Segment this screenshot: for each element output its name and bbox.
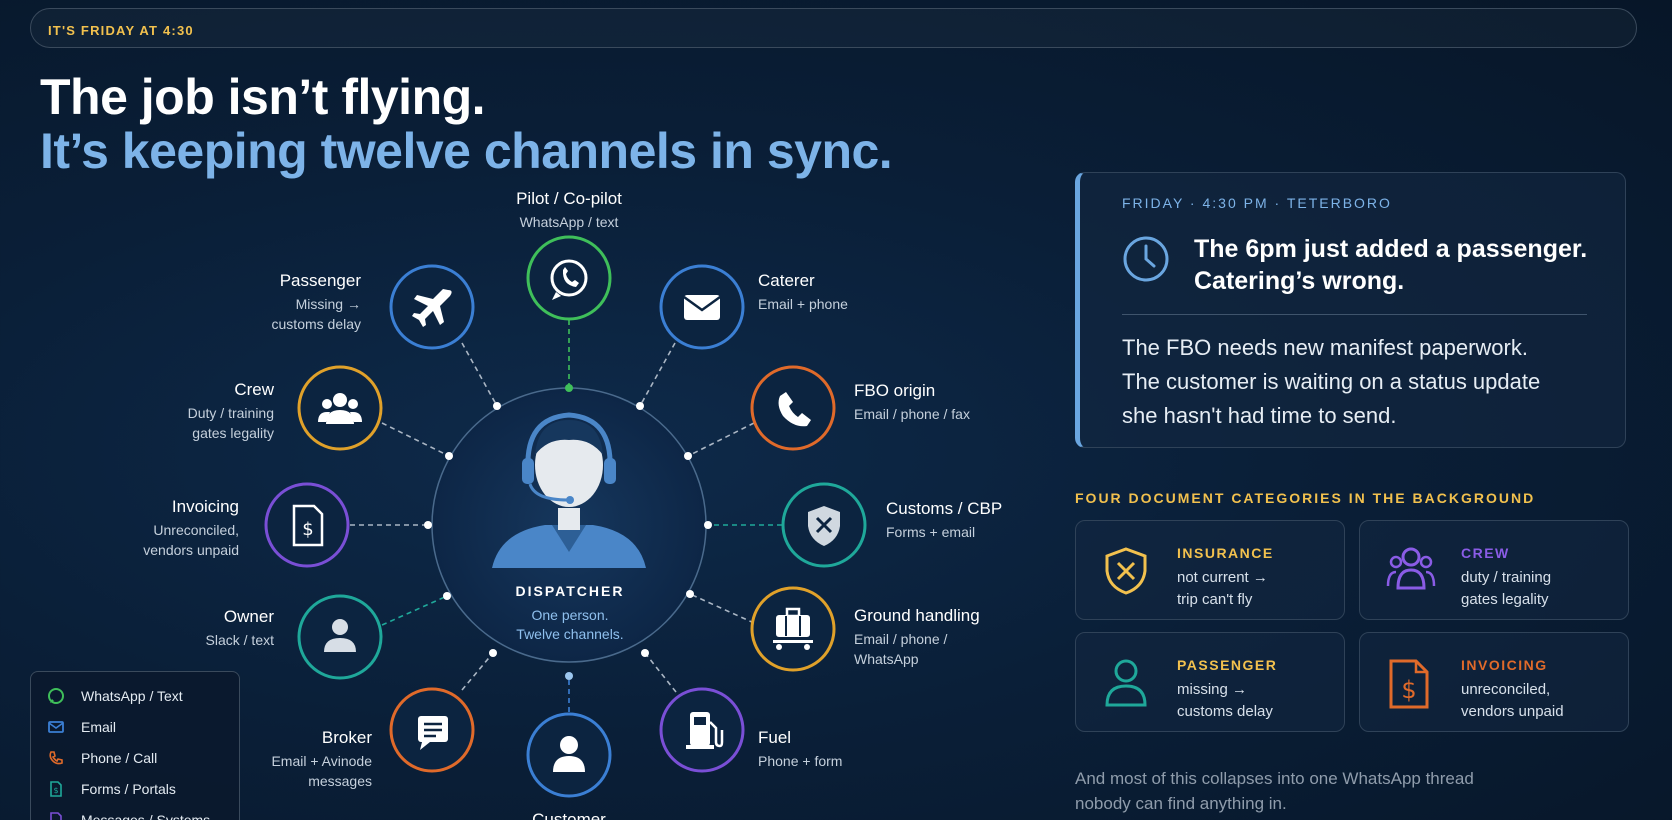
invoice-icon: $ (1389, 659, 1429, 709)
dispatcher-avatar-icon (492, 412, 646, 568)
top-banner: IT'S FRIDAY AT 4:30 (30, 8, 1637, 48)
legend-item-whatsapp: WhatsApp / Text (47, 685, 183, 707)
headline-line-2: It’s keeping twelve channels in sync. (40, 123, 893, 179)
whatsapp-icon (48, 688, 64, 704)
envelope-icon (683, 295, 721, 320)
headline-line-1: The job isn’t flying. (40, 69, 486, 125)
callout-headline: The 6pm just added a passenger. Catering… (1194, 235, 1588, 295)
phone-icon (49, 751, 63, 765)
node-fbo (750, 365, 836, 451)
connector-broker (461, 652, 494, 691)
legend-item-messages: Messages / Systems (47, 809, 210, 820)
form-icon: $ (50, 781, 62, 797)
footer-note: And most of this collapses into one What… (1075, 769, 1474, 813)
label-invoicing: Invoicing Unreconciled, vendors unpaid (143, 497, 239, 558)
node-owner (297, 594, 383, 680)
node-crew (297, 365, 383, 451)
phone-icon (778, 392, 811, 427)
legend-item-forms: $ Forms / Portals (47, 778, 176, 800)
group-icon (1386, 547, 1436, 590)
dispatcher-title: DISPATCHER (515, 583, 625, 599)
airplane-icon (412, 289, 452, 327)
card-invoicing: $ INVOICING unreconciled, vendors unpaid (1359, 632, 1629, 732)
label-customs: Customs / CBP Forms + email (886, 499, 1003, 540)
callout-body: The FBO needs new manifest paperwork. Th… (1122, 335, 1541, 428)
node-pilot (526, 235, 612, 321)
label-customer: Customer (532, 810, 606, 820)
whatsapp-icon (550, 259, 588, 300)
label-pilot: Pilot / Co-pilot WhatsApp / text (516, 189, 622, 230)
callout-meta: FRIDAY · 4:30 PM · TETERBORO (1122, 195, 1392, 211)
person-icon (553, 736, 585, 772)
person-icon (1105, 659, 1147, 707)
email-icon (48, 721, 64, 733)
clock-icon (1123, 236, 1169, 282)
connector-caterer (639, 342, 676, 407)
node-invoicing (264, 482, 350, 568)
fuel-pump-icon (686, 712, 724, 749)
callout-divider (1122, 314, 1587, 315)
shield-x-icon (1105, 547, 1147, 595)
node-customer (526, 712, 612, 798)
svg-text:$: $ (302, 519, 313, 540)
legend-item-phone: Phone / Call (47, 747, 157, 769)
svg-text:$: $ (53, 786, 58, 795)
dispatcher-subtitle: One person. Twelve channels. (516, 607, 624, 642)
label-caterer: Caterer Email + phone (758, 271, 848, 312)
card-crew: CREW duty / training gates legality (1359, 520, 1629, 620)
message-icon (50, 812, 62, 820)
channel-legend: WhatsApp / Text Email Phone / Call $ For… (30, 671, 240, 820)
message-icon (418, 716, 448, 750)
card-insurance: INSURANCE not current → trip can't fly (1075, 520, 1345, 620)
svg-text:$: $ (1401, 676, 1416, 704)
banner-label: IT'S FRIDAY AT 4:30 (48, 23, 194, 38)
label-fuel: Fuel Phone + form (758, 728, 843, 769)
label-fbo: FBO origin Email / phone / fax (854, 381, 970, 422)
connector-passenger (461, 342, 498, 407)
label-ground: Ground handling Email / phone / WhatsApp (854, 606, 980, 667)
scenario-callout: FRIDAY · 4:30 PM · TETERBORO The 6pm jus… (1075, 172, 1626, 448)
card-passenger: PASSENGER missing → customs delay (1075, 632, 1345, 732)
label-passenger: Passenger Missing → customs delay (271, 271, 361, 332)
label-broker: Broker Email + Avinode messages (271, 728, 372, 789)
categories-heading: FOUR DOCUMENT CATEGORIES IN THE BACKGROU… (1075, 490, 1536, 506)
connector-fuel (644, 652, 677, 693)
label-owner: Owner Slack / text (205, 607, 274, 648)
group-icon (318, 393, 362, 424)
connector-ground (689, 593, 755, 624)
legend-item-email: Email (47, 716, 116, 738)
connector-fbo (687, 422, 755, 457)
connector-owner (381, 595, 448, 626)
owner-person-icon (324, 619, 356, 652)
luggage-cart-icon (773, 607, 813, 650)
label-crew: Crew Duty / training gates legality (187, 380, 274, 441)
invoice-icon: $ (292, 504, 324, 547)
shield-icon (808, 506, 840, 546)
headline: The job isn’t flying. It’s keeping twelv… (40, 69, 893, 179)
connector-crew (381, 422, 450, 457)
